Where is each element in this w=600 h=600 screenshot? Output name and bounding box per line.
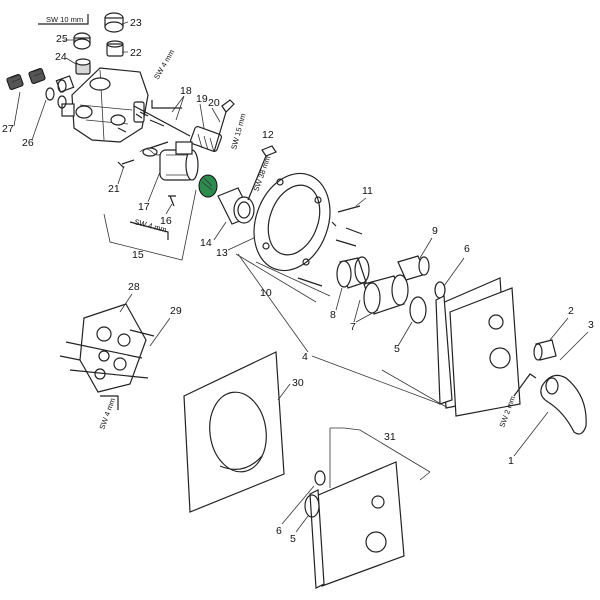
part-label-21: 21: [108, 183, 120, 195]
part-label-26: 26: [22, 137, 34, 149]
o-ring-26: [45, 79, 67, 109]
cover-plate-4: [435, 277, 521, 417]
part-label-6-mid: 6: [464, 243, 470, 255]
part-label-15: 15: [132, 249, 144, 261]
o-rings-bottom: [304, 470, 326, 518]
part-label-16: 16: [160, 215, 172, 227]
part-label-5-mid: 5: [394, 343, 400, 355]
sw4-top-label: SW 4 mm: [152, 48, 176, 81]
part-label-6-bot: 6: [276, 525, 282, 537]
part-label-11: 11: [362, 185, 373, 197]
trim-30: [183, 351, 285, 513]
part-label-25: 25: [56, 33, 68, 45]
part-label-24: 24: [55, 51, 67, 63]
part-label-9: 9: [432, 225, 438, 237]
mounting-plate: [253, 172, 331, 272]
part-label-27: 27: [2, 123, 14, 135]
handle-assembly: SW 2 mm: [497, 339, 587, 435]
part-label-22: 22: [130, 47, 142, 59]
part-label-2: 2: [568, 305, 574, 317]
valve-body-group: SW 10 mm: [6, 12, 149, 143]
trim-31: [309, 461, 405, 589]
screws-11: [297, 205, 363, 287]
part-label-29: 29: [170, 305, 182, 317]
sw38-label: SW 38 mm: [251, 155, 272, 193]
part-label-19: 19: [196, 93, 208, 105]
part-label-17: 17: [138, 201, 150, 213]
part-label-23: 23: [130, 17, 142, 29]
extension-sleeves: [336, 255, 430, 315]
threaded-connector-27: [6, 68, 46, 90]
part-label-4: 4: [302, 351, 308, 363]
part-label-12: 12: [262, 129, 274, 141]
rough-in-body: SW 4 mm: [59, 303, 155, 431]
part-label-14: 14: [200, 237, 212, 249]
sw10-label: SW 10 mm: [46, 15, 83, 24]
part-label-18: 18: [180, 85, 192, 97]
part-label-13: 13: [216, 247, 228, 259]
sw10-tool: SW 10 mm: [38, 14, 89, 25]
sw4-bot-label: SW 4 mm: [97, 397, 117, 431]
part-label-3: 3: [588, 319, 594, 331]
green-sleeve: [198, 174, 218, 198]
thermostat-cartridge: [117, 141, 218, 207]
sw15-label: SW 15 mm: [229, 112, 247, 150]
part-label-28: 28: [128, 281, 140, 293]
part-label-5-bot: 5: [290, 533, 296, 545]
part-label-1: 1: [508, 455, 514, 467]
part-label-20: 20: [208, 97, 220, 109]
part-label-31: 31: [384, 431, 396, 443]
part-label-8: 8: [330, 309, 336, 321]
part-label-30: 30: [292, 377, 304, 389]
stop-cap-stack: [73, 12, 124, 75]
part-label-7: 7: [350, 321, 356, 333]
cartridge-tools: SW 4 mm SW 15 mm: [133, 48, 248, 153]
